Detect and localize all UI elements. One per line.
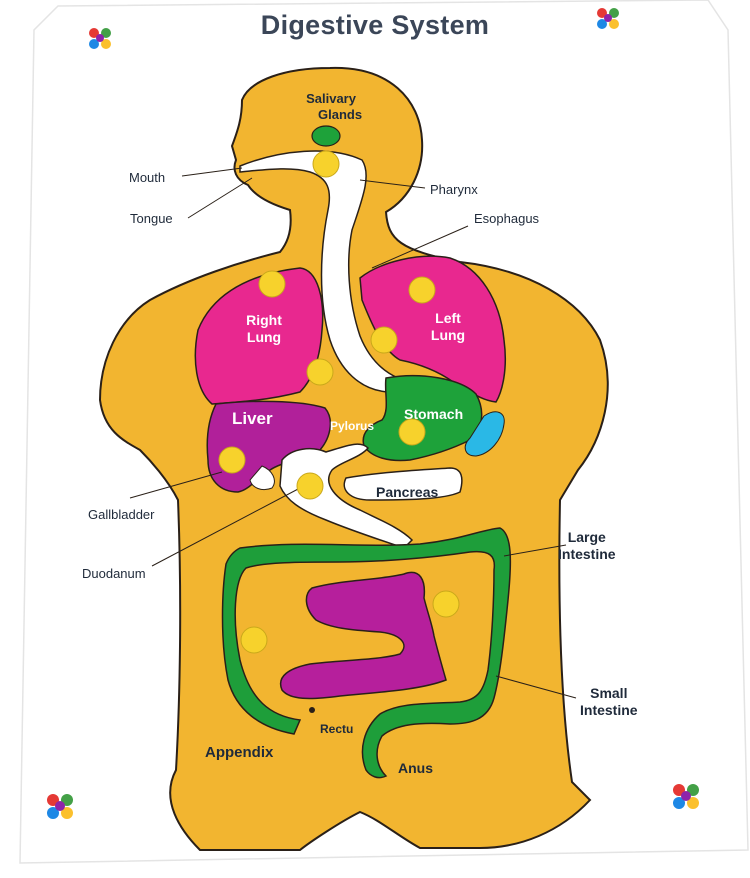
label-line: Left (435, 310, 461, 326)
label-line: Right (246, 312, 282, 328)
label-liver: Liver (232, 409, 273, 428)
left-lung-shape (359, 255, 507, 403)
label-line: Small (590, 685, 628, 701)
label-line: Glands (318, 107, 363, 122)
label-stomach: Stomach (404, 406, 464, 422)
label-left-lung: Left Lung (420, 310, 476, 344)
label-tongue: Tongue (130, 211, 173, 226)
label-large-intestine: Large Intestine (558, 529, 616, 563)
knob[interactable] (258, 270, 286, 298)
label-pylorus: Pylorus (330, 419, 375, 433)
duodenum-shape (279, 443, 414, 549)
leader-lines (129, 167, 577, 699)
label-line: Lung (246, 329, 282, 345)
label-salivary-glands: Salivary Glands (300, 91, 362, 123)
knob[interactable] (408, 276, 436, 304)
puzzle-knobs (218, 150, 460, 654)
page-title: Digestive System (260, 10, 490, 40)
flower-logo-icon (597, 8, 619, 29)
small-intestine-shape (279, 571, 447, 700)
label-line: Lung (430, 327, 466, 343)
label-duodanum: Duodanum (82, 566, 146, 581)
label-small-intestine: Small Intestine (580, 685, 638, 719)
flower-logo-icon (673, 784, 699, 809)
label-line: Salivary (306, 91, 356, 106)
knob[interactable] (218, 446, 246, 474)
label-pharynx: Pharynx (430, 182, 478, 197)
pancreas-shape (343, 467, 463, 501)
label-line: Intestine (580, 702, 638, 718)
label-esophagus: Esophagus (474, 211, 540, 226)
large-intestine-shape (221, 527, 512, 779)
knob[interactable] (432, 590, 460, 618)
stomach-shape (362, 375, 483, 462)
flower-logo-icon (47, 794, 73, 819)
knob[interactable] (296, 472, 324, 500)
knob[interactable] (306, 358, 334, 386)
knob[interactable] (370, 326, 398, 354)
rectum-marker (309, 707, 315, 713)
label-line: Large (567, 529, 606, 545)
label-mouth: Mouth (129, 170, 166, 185)
gallbladder-shape (249, 465, 275, 491)
knob[interactable] (240, 626, 268, 654)
label-line: Intestine (558, 546, 616, 562)
spleen-shape (464, 411, 505, 457)
label-gallbladder: Gallbladder (88, 507, 155, 522)
flower-logo-icon (89, 28, 111, 49)
salivary-gland-shape (311, 125, 341, 147)
label-pancreas: Pancreas (376, 484, 439, 500)
label-right-lung: Right Lung (234, 312, 294, 346)
label-rectum: Rectu (320, 722, 354, 736)
label-anus: Anus (398, 760, 433, 776)
label-appendix: Appendix (205, 744, 274, 761)
knob[interactable] (398, 418, 426, 446)
knob[interactable] (312, 150, 340, 178)
